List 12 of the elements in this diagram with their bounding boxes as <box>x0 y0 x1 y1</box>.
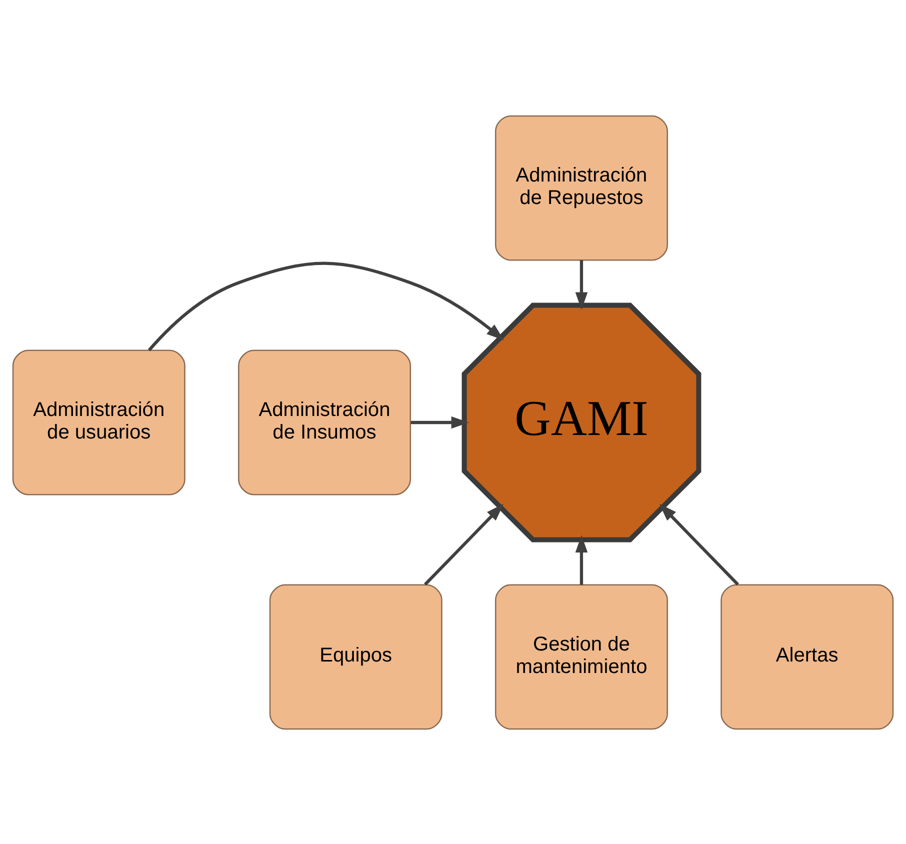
node-box: Alertas <box>720 584 894 730</box>
node-box: Administración de usuarios <box>12 349 186 495</box>
arrow <box>575 534 588 584</box>
arrow <box>148 261 504 351</box>
node-box: Gestion de mantenimiento <box>495 584 668 730</box>
arrow <box>575 260 588 310</box>
arrow <box>659 503 739 586</box>
node-box: Administración de Repuestos <box>495 114 668 260</box>
arrow <box>424 503 504 586</box>
node-box: Administración de Insumos <box>238 349 411 495</box>
node-box: Equipos <box>269 584 442 730</box>
arrow <box>410 416 469 428</box>
